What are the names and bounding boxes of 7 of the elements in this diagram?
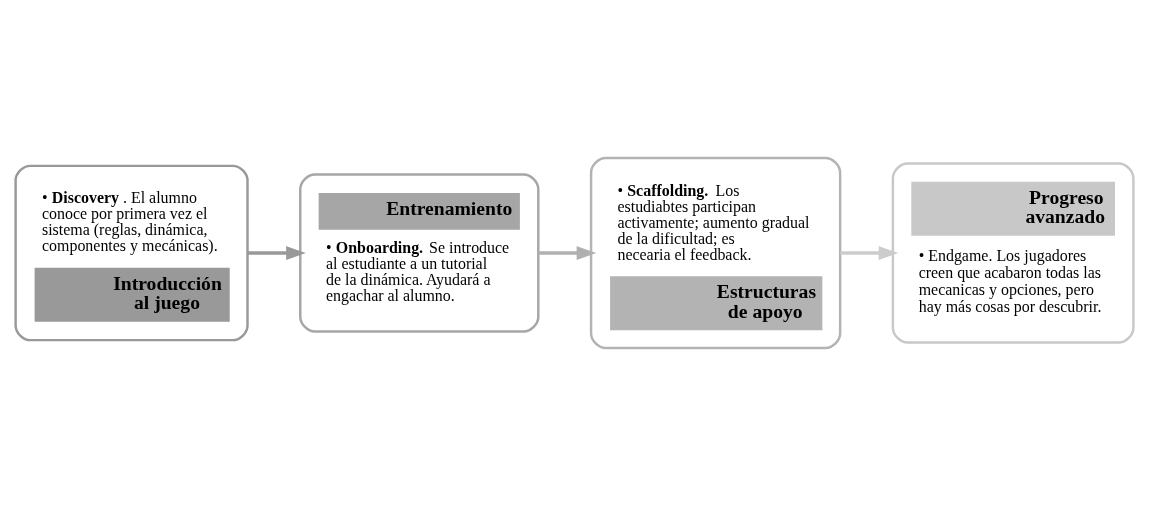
node-box: • Discovery. El alumno conoce por primera vez el sistema (reglas, dinámica, componentes y mecánicas). Introducción al juego [14, 164, 249, 342]
node-box: • Scaffolding. Los estudiabtes participan activamente; aumento gradual de la dificultad; es necearia el feedback. Estructuras de apoyo [589, 156, 842, 350]
node-box: Progreso avanzado • Endgame. Los jugadores creen que acabaron todas las mecanicas y opciones, pero hay más cosas por descubrir. [891, 162, 1135, 344]
arrow [247, 246, 306, 260]
arrow [840, 246, 899, 260]
arrow [538, 246, 597, 260]
node-box: Entrenamiento • Onboarding. Se introduce al estudiante a un tutorial de la dinámica. Ayudará a engachar al alumno. [299, 173, 540, 333]
